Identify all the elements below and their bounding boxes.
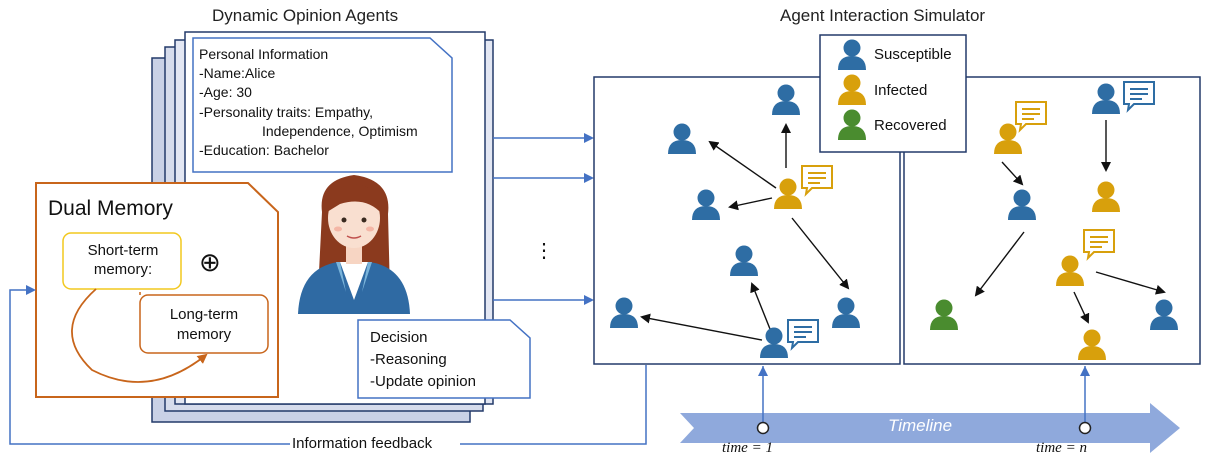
short-term-memory-box	[62, 232, 182, 290]
short-term-memory-label: Short-term memory:	[87, 242, 159, 278]
long-term-memory-box	[139, 294, 269, 354]
more-agents-ellipsis: ⋮	[534, 240, 554, 262]
legend-infected-label: Infected	[874, 82, 928, 99]
information-feedback-label: Information feedback	[292, 435, 433, 452]
time-1-label: time = 1	[722, 440, 773, 456]
legend-recovered-label: Recovered	[874, 117, 947, 134]
time-1-marker	[756, 421, 770, 435]
legend-susceptible-label: Susceptible	[874, 46, 952, 63]
decision-update-opinion: -Update opinion	[370, 373, 476, 390]
time-n-marker	[1078, 421, 1092, 435]
memory-cycle-arrow	[71, 288, 208, 383]
information-feedback-line	[9, 290, 647, 445]
personal-info-age: -Age: 30	[199, 84, 252, 100]
decision-heading: Decision	[370, 329, 428, 346]
panel-1-edges	[640, 123, 850, 341]
personal-info-traits-cont: Independence, Optimism	[262, 123, 418, 139]
time-n-arrowhead	[1080, 366, 1090, 376]
long-term-memory-label: Long-term memory	[169, 306, 239, 343]
decision-reasoning: -Reasoning	[370, 351, 447, 368]
personal-info-traits: -Personality traits: Empathy,	[199, 104, 374, 120]
personal-info-name: -Name:Alice	[199, 65, 276, 81]
time-1-arrowhead	[758, 366, 768, 376]
time-n-label: time = n	[1036, 440, 1087, 456]
title-dynamic-opinion-agents: Dynamic Opinion Agents	[212, 6, 399, 25]
personal-info-heading: Personal Information	[199, 46, 329, 62]
timeline-label: Timeline	[888, 416, 953, 435]
title-agent-interaction-simulator: Agent Interaction Simulator	[780, 6, 986, 25]
timeline-arrow	[680, 403, 1180, 453]
dual-memory-title: Dual Memory	[48, 197, 173, 220]
avatar	[298, 175, 410, 314]
plus-icon: ⊕	[199, 247, 221, 277]
panel-n-edges	[974, 120, 1166, 324]
decision-box	[357, 319, 531, 399]
personal-info-box	[192, 37, 453, 173]
personal-info-education: -Education: Bachelor	[199, 142, 329, 158]
